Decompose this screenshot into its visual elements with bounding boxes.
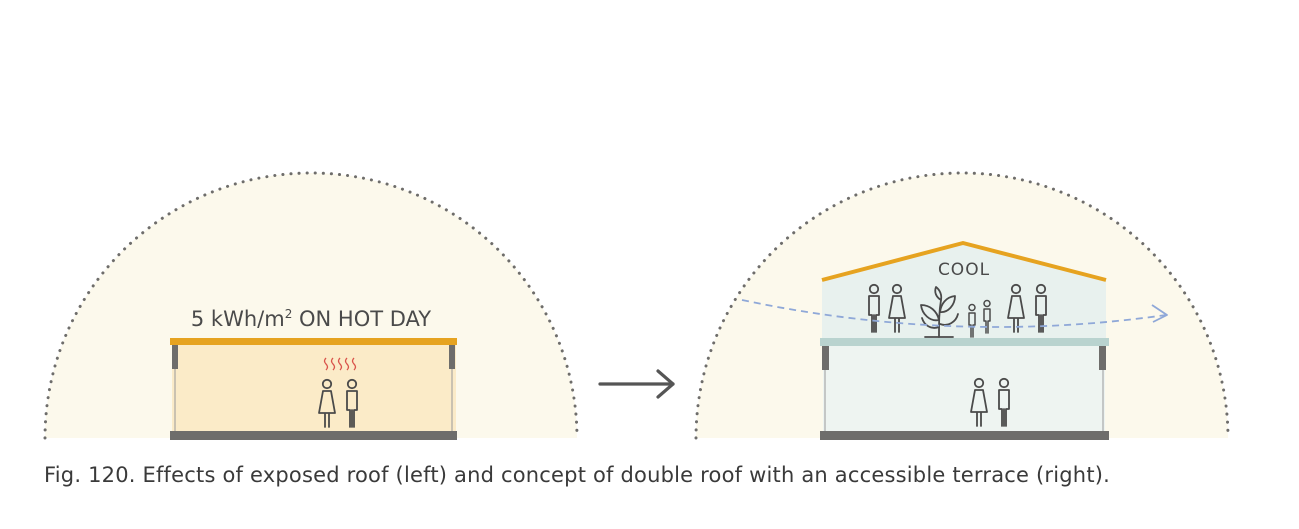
terrace-slab — [820, 338, 1109, 346]
left-wall-left — [172, 345, 178, 369]
right-wall-left — [822, 346, 829, 370]
right-panel: COOL — [694, 171, 1230, 440]
energy-label: 5 kWh/m2 ON HOT DAY — [191, 307, 431, 331]
left-dome-outline — [43, 171, 579, 440]
left-wall-right — [449, 345, 455, 369]
heat-waves-icon — [323, 357, 357, 371]
airflow-arrowhead — [1151, 304, 1168, 323]
double-roof — [821, 241, 1107, 282]
figure-caption: Fig. 120. Effects of exposed roof (left)… — [44, 463, 1111, 487]
right-dome-outline — [694, 171, 1230, 440]
right-wall-right — [1099, 346, 1106, 370]
cool-label: COOL — [938, 260, 990, 280]
terrace-space — [822, 243, 1106, 339]
hot-interior — [172, 344, 456, 432]
right-floor-slab — [820, 431, 1109, 440]
cool-interior — [823, 345, 1105, 432]
arrow-icon — [598, 369, 675, 399]
left-panel: 5 kWh/m2 ON HOT DAY — [43, 171, 579, 440]
left-floor-slab — [170, 431, 457, 440]
exposed-roof — [170, 338, 457, 345]
plant-icon — [920, 286, 959, 338]
